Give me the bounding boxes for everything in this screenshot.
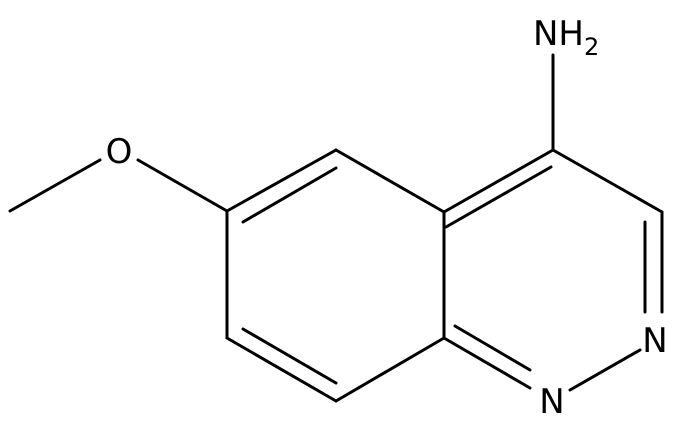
atom-label-n2: N — [642, 321, 667, 361]
bond-c8-c7-inner — [241, 327, 338, 385]
bond-n1-c8a-inner — [453, 324, 532, 372]
bond-c6-c5-inner — [241, 166, 338, 224]
atom-label-n1: N — [539, 382, 564, 422]
atom-label-amine: NH2 — [533, 14, 599, 61]
bond-n2-n1 — [568, 348, 642, 392]
bond-c4-c3 — [551, 148, 664, 214]
bond-c4a-c4 — [442, 148, 555, 214]
bond-set — [8, 53, 664, 403]
bond-c8a-c8 — [334, 336, 446, 403]
bond-o-c6 — [136, 158, 229, 213]
bond-ch3-o — [8, 158, 102, 213]
bond-c5-c4a — [334, 148, 446, 214]
bond-n1-c8a — [442, 336, 532, 390]
atom-label-oxygen: O — [106, 132, 133, 172]
bond-c8-c7 — [225, 336, 338, 403]
bond-c4a-c4-inner — [444, 165, 553, 229]
bond-c6-c5 — [225, 148, 338, 213]
